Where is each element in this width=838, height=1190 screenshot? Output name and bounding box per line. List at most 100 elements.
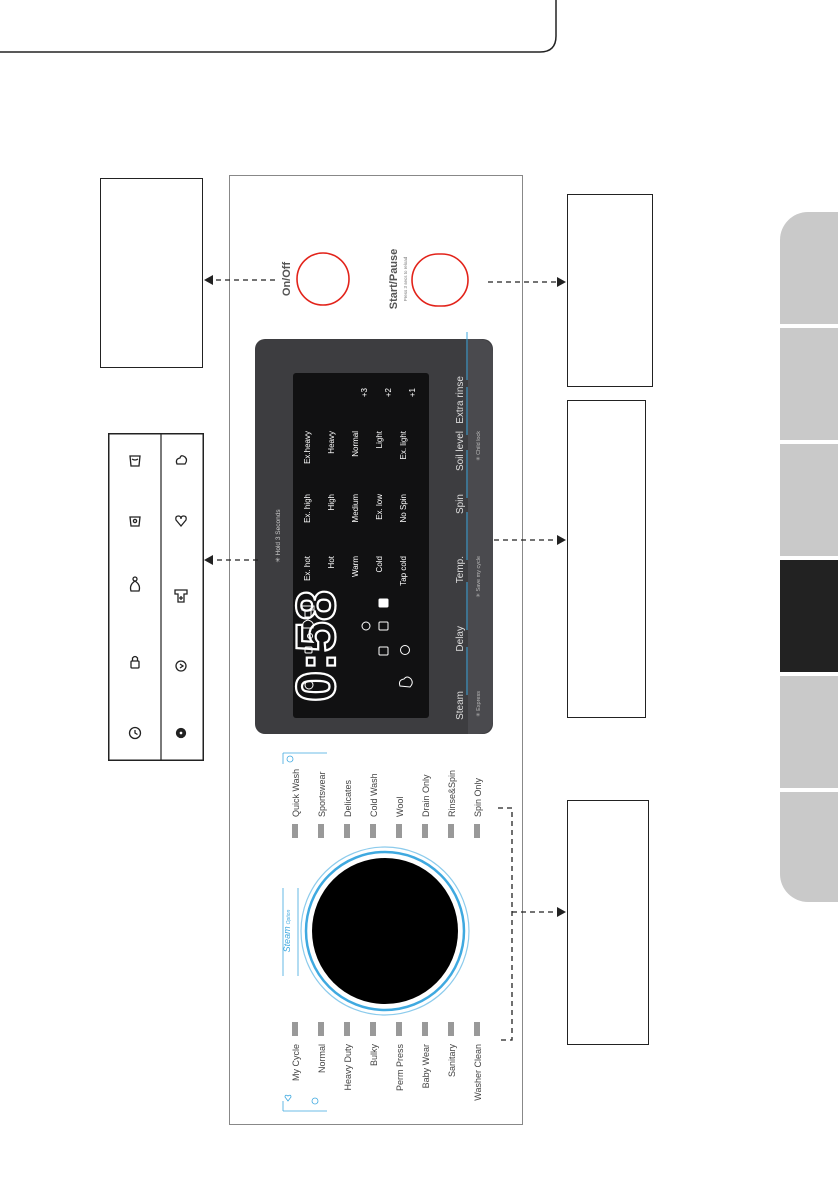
cycle-indicator-right-2 — [344, 824, 350, 838]
cycle-right-3[interactable]: Cold Wash — [369, 773, 379, 817]
section-tabs — [780, 212, 838, 902]
start-pause-label: Start/Pause — [388, 249, 400, 310]
control-panel: On/Off Start/Pause Press 3 secs to reloa… — [229, 175, 523, 1125]
temp-button-sub-label: ✳ Save my cycle — [475, 556, 482, 598]
lcd-heart-icon — [378, 598, 389, 608]
cycle-right-5[interactable]: Drain Only — [421, 774, 431, 817]
remote-icon — [175, 660, 187, 672]
cycles-left-steam-icon — [311, 1097, 319, 1105]
soil-button[interactable]: Soil level — [455, 431, 466, 471]
cycle-left-1[interactable]: Normal — [317, 1044, 327, 1073]
lcd-temp-levels-4: Tap cold — [399, 556, 408, 586]
door-lock-icon — [130, 655, 140, 669]
cycle-left-4[interactable]: Perm Press — [395, 1044, 405, 1092]
cycle-right-7[interactable]: Spin Only — [473, 777, 483, 817]
cycle-left-0[interactable]: My Cycle — [291, 1044, 301, 1081]
cycle-indicator-left-7 — [474, 1022, 480, 1036]
lcd-temp-levels-1: Hot — [327, 555, 336, 568]
steam-button[interactable]: Steam — [455, 691, 466, 720]
cycle-indicator-left-2 — [344, 1022, 350, 1036]
control-panel-drawing: On/Off Start/Pause Press 3 secs to reloa… — [255, 249, 493, 1112]
lcd-soil-levels-0: Ex.heavy — [303, 431, 312, 464]
cycle-left-3[interactable]: Bulky — [369, 1044, 379, 1067]
icon-legend-table — [108, 433, 204, 761]
cycle-indicator-left-1 — [318, 1022, 324, 1036]
lcd-remote-icon — [400, 645, 410, 655]
cycle-indicator-right-3 — [370, 824, 376, 838]
cycles-left-heart-icon — [284, 1094, 292, 1102]
lcd-soil-levels-4: Ex. light — [399, 430, 408, 459]
callout-box-power — [100, 178, 203, 368]
cycle-left-5[interactable]: Baby Wear — [421, 1044, 431, 1088]
soil-button-sub-label: ✳ Child lock — [475, 431, 482, 461]
lcd-spin-levels-2: Medium — [351, 494, 360, 523]
lcd-soil-levels-3: Light — [375, 430, 384, 448]
cycle-right-2[interactable]: Delicates — [343, 779, 353, 817]
cycle-indicator-left-3 — [370, 1022, 376, 1036]
callout-box-start — [567, 194, 653, 387]
lcd-temp-levels-0: Ex. hot — [303, 555, 312, 581]
cycle-right-6[interactable]: Rinse&Spin — [447, 770, 457, 817]
cycle-indicator-right-1 — [318, 824, 324, 838]
callout-box-buttons — [567, 400, 646, 718]
lcd-temp-levels-2: Warm — [351, 556, 360, 577]
cycle-indicator-left-4 — [396, 1022, 402, 1036]
lcd-door-lock-icon — [304, 646, 313, 654]
section-tab-5[interactable] — [780, 676, 838, 788]
steam-icon — [175, 455, 188, 465]
cycle-right-4[interactable]: Wool — [395, 797, 405, 817]
spin-button[interactable]: Spin — [455, 494, 466, 514]
cycle-indicator-right-5 — [422, 824, 428, 838]
cycle-indicator-left-6 — [448, 1022, 454, 1036]
lcd-temp-levels-3: Cold — [375, 556, 384, 572]
child-lock-icon — [129, 576, 141, 592]
callout-box-cycles — [567, 800, 649, 1045]
steam-button-sub-label: ✳ Express — [475, 691, 482, 717]
cycle-left-2[interactable]: Heavy Duty — [343, 1044, 353, 1091]
start-pause-button[interactable] — [411, 253, 469, 307]
cycle-indicator-left-0 — [292, 1022, 298, 1036]
rinse-icon — [129, 516, 141, 527]
heart-icon — [175, 515, 187, 528]
delay-button[interactable]: Delay — [455, 626, 466, 652]
clock-icon — [128, 726, 142, 740]
lcd-delay-icon — [304, 680, 314, 690]
lcd-rinse-level-2: +1 — [408, 387, 417, 397]
page-border-line — [0, 0, 557, 53]
cycles-right-steam-icon — [286, 755, 294, 763]
cycle-indicator-right-6 — [448, 824, 454, 838]
start-pause-sub-label: Press 3 secs to reload — [403, 256, 408, 301]
wash-icon — [129, 455, 141, 467]
power-button[interactable] — [296, 252, 350, 306]
power-button-label: On/Off — [281, 262, 293, 297]
lcd-spin-levels-1: High — [327, 494, 336, 510]
temp-button[interactable]: Temp. — [455, 556, 466, 583]
cycle-indicator-right-0 — [292, 824, 298, 838]
cycle-left-7[interactable]: Washer Clean — [473, 1044, 483, 1101]
cycle-indicator-left-5 — [422, 1022, 428, 1036]
cycle-dial[interactable] — [300, 846, 470, 1016]
lcd-rinse-level-1: +2 — [384, 387, 393, 397]
section-tab-1[interactable] — [780, 212, 838, 324]
lcd-screen — [293, 373, 429, 718]
cycle-indicator-right-7 — [474, 824, 480, 838]
lcd-spin-levels-0: Ex. high — [303, 494, 312, 523]
section-tab-2[interactable] — [780, 328, 838, 440]
extra-rinse-button[interactable]: Extra rinse — [455, 376, 466, 424]
steam-logo: SteamOption — [282, 909, 292, 952]
lcd-spin-levels-4: No Spin — [399, 494, 408, 522]
cycle-left-6[interactable]: Sanitary — [447, 1044, 457, 1078]
lcd-wash-icon — [378, 646, 389, 656]
lcd-wifi-icon — [307, 633, 313, 639]
lcd-add-garment-icon — [301, 605, 315, 618]
cycle-right-1[interactable]: Sportswear — [317, 771, 327, 817]
section-tab-3[interactable] — [780, 444, 838, 556]
section-tab-6[interactable] — [780, 792, 838, 902]
cycle-right-0[interactable]: Quick Wash — [291, 769, 301, 817]
lcd-rinse-icon — [378, 621, 389, 631]
section-tab-4-active[interactable] — [780, 560, 838, 672]
lcd-soil-levels-2: Normal — [351, 431, 360, 457]
lcd-steam-icon — [399, 676, 413, 688]
hold-3-seconds-label: ✳ Hold 3 Seconds — [275, 509, 282, 563]
lcd-rinse-level-0: +3 — [360, 387, 369, 397]
